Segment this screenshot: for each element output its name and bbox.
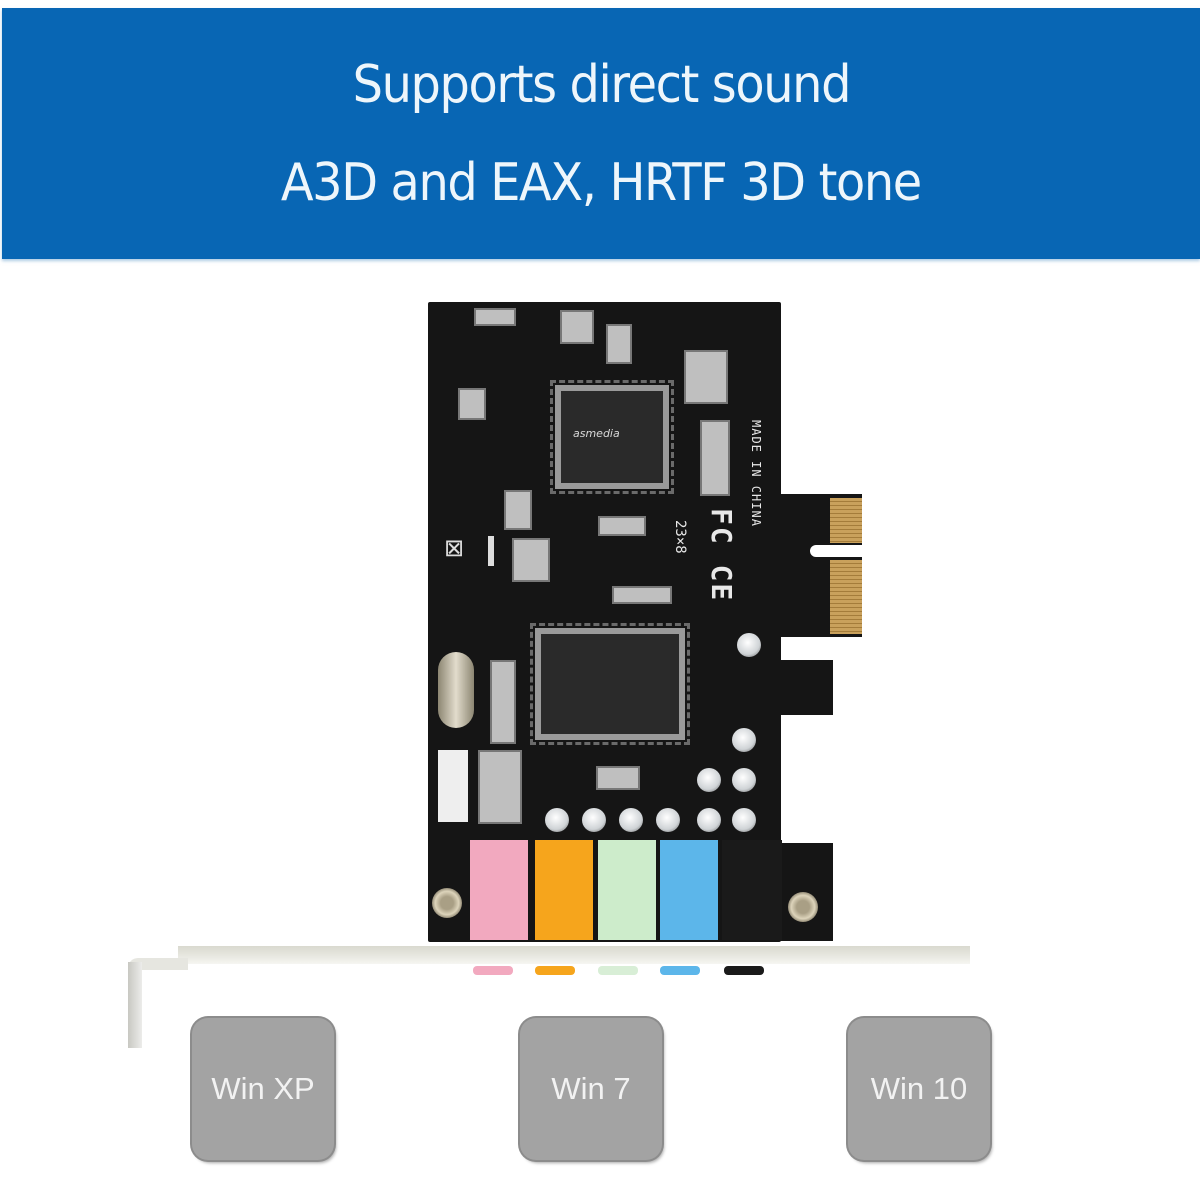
capacitor bbox=[619, 808, 643, 832]
crystal-oscillator bbox=[438, 652, 474, 728]
capacitor bbox=[582, 808, 606, 832]
smd-component bbox=[474, 308, 516, 326]
audio-jack-orange bbox=[535, 840, 593, 940]
smd-component bbox=[598, 516, 646, 536]
jack-opening-pink bbox=[473, 966, 513, 975]
smd-component bbox=[606, 324, 632, 364]
smd-component bbox=[458, 388, 486, 420]
os-badge-win-10: Win 10 bbox=[848, 1018, 990, 1160]
jack-opening-black bbox=[724, 966, 764, 975]
smd-component bbox=[684, 350, 728, 404]
os-badge-label: Win 7 bbox=[551, 1071, 631, 1106]
feature-banner: Supports direct sound A3D and EAX, HRTF … bbox=[2, 8, 1200, 259]
mounting-bracket bbox=[178, 946, 970, 964]
audio-jack-pink bbox=[470, 840, 528, 940]
jack-opening-orange bbox=[535, 966, 575, 975]
gold-fingers-long bbox=[830, 560, 862, 634]
silkscreen-bar bbox=[488, 536, 494, 566]
smd-component bbox=[612, 586, 672, 604]
capacitor bbox=[737, 633, 761, 657]
os-badge-win-7: Win 7 bbox=[520, 1018, 662, 1160]
screw-left bbox=[432, 888, 462, 918]
smd-component bbox=[478, 750, 522, 824]
made-in-label: MADE IN CHINA bbox=[749, 420, 763, 527]
audio-codec-chip bbox=[530, 623, 690, 745]
os-badge-win-xp: Win XP bbox=[192, 1018, 334, 1160]
gold-fingers-short bbox=[830, 498, 862, 543]
screw-right bbox=[788, 892, 818, 922]
bridge-chip: asmedia bbox=[550, 380, 674, 494]
capacitor bbox=[732, 768, 756, 792]
os-badge-label: Win 10 bbox=[870, 1071, 968, 1106]
audio-jack-black bbox=[722, 840, 782, 940]
certification-marks: FC CE bbox=[705, 508, 738, 603]
os-badge-label: Win XP bbox=[211, 1071, 315, 1106]
audio-jack-blue bbox=[660, 840, 718, 940]
banner-headline-line-2: A3D and EAX, HRTF 3D tone bbox=[280, 152, 922, 213]
jack-opening-blue bbox=[660, 966, 700, 975]
capacitor bbox=[732, 808, 756, 832]
smd-component bbox=[504, 490, 532, 530]
weee-bin-icon: ⊠ bbox=[444, 534, 465, 562]
capacitor bbox=[697, 768, 721, 792]
bracket-bend bbox=[128, 958, 188, 970]
pcb-tab bbox=[780, 660, 833, 715]
smd-component bbox=[490, 660, 516, 744]
capacitor bbox=[697, 808, 721, 832]
jack-opening-green bbox=[598, 966, 638, 975]
banner-headline-line-1: Supports direct sound bbox=[352, 54, 851, 115]
capacitor bbox=[545, 808, 569, 832]
smd-component bbox=[700, 420, 730, 496]
bracket-side bbox=[128, 962, 142, 1048]
capacitor bbox=[732, 728, 756, 752]
smd-component bbox=[596, 766, 640, 790]
serial-mark: 23×8 bbox=[672, 520, 688, 554]
pin-header-connector bbox=[438, 750, 468, 822]
audio-jack-green bbox=[598, 840, 656, 940]
smd-component bbox=[512, 538, 550, 582]
smd-component bbox=[560, 310, 594, 344]
pcie-key-notch bbox=[810, 545, 870, 557]
capacitor bbox=[656, 808, 680, 832]
chip-brand-label: asmedia bbox=[573, 427, 620, 440]
